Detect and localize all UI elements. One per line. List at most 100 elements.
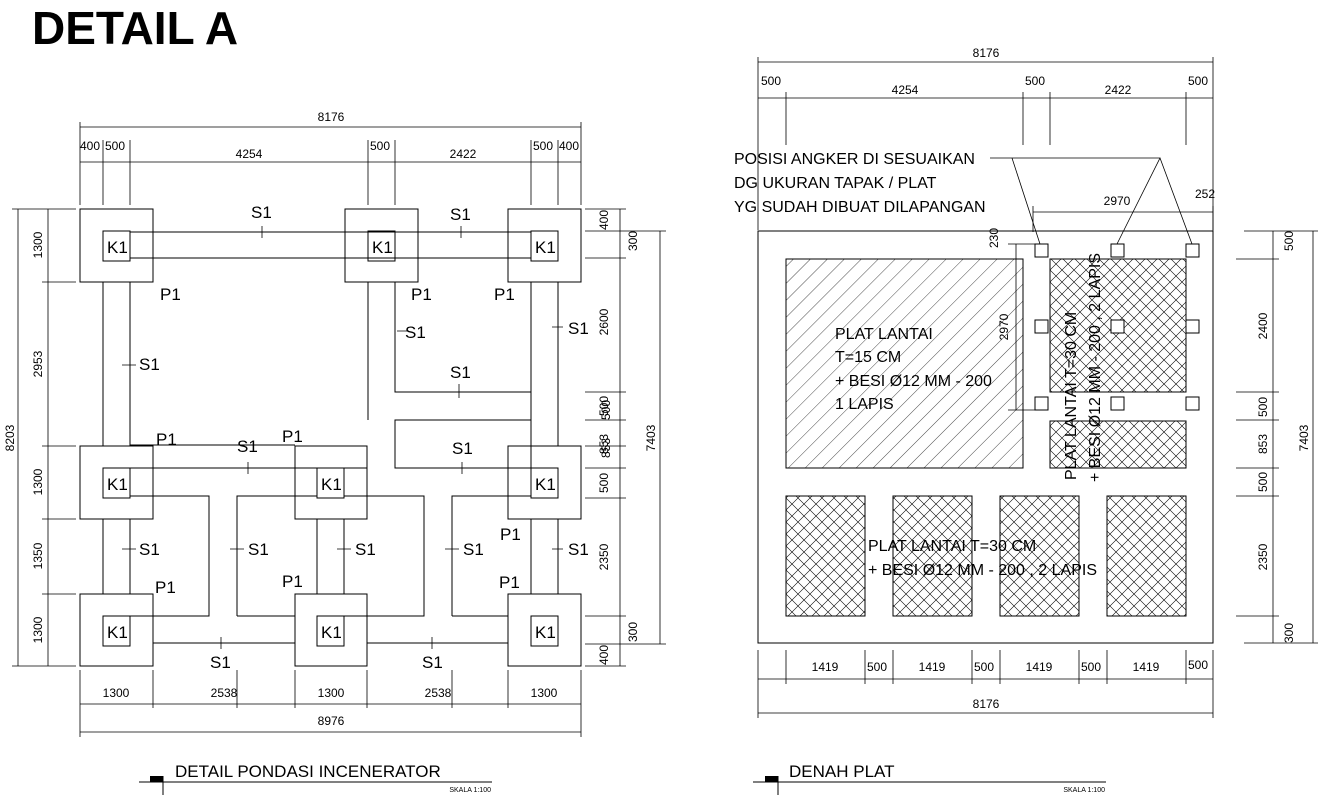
dim-right-side-g: 300 <box>1282 623 1296 643</box>
beam-label: S1 <box>452 439 473 458</box>
slab-plan <box>757 57 1318 718</box>
dim-left-top-g: 400 <box>559 139 579 153</box>
column-label: K1 <box>321 623 342 642</box>
dim-left-right-e: 500 <box>599 400 613 420</box>
dim-left-right-i: 2350 <box>597 543 611 570</box>
beam-label: S1 <box>251 203 272 222</box>
beam-label: S1 <box>450 363 471 382</box>
beam-label: S1 <box>568 319 589 338</box>
dim-right-top-a: 500 <box>761 74 781 88</box>
anchor-note-line: YG SUDAH DIBUAT DILAPANGAN <box>734 199 986 216</box>
dim-right-top-d: 2422 <box>1105 83 1132 97</box>
dim-left-bottom-e: 1300 <box>531 686 558 700</box>
slab-label-line: PLAT LANTAI <box>835 326 933 343</box>
slab-label-line: PLAT LANTAI T=30 CM <box>1063 312 1080 480</box>
slab-label-line: + BESI Ø12 MM - 200 , 2 LAPIS <box>868 562 1097 579</box>
right-caption-scale: SKALA 1:100 <box>1063 787 1105 794</box>
dim-right-bottom-h: 500 <box>1188 658 1208 672</box>
dim-left-bottom-a: 1300 <box>103 686 130 700</box>
beam-label: S1 <box>237 437 258 456</box>
beam-label: S1 <box>139 355 160 374</box>
dim-right-inner-h: 2970 <box>997 313 1011 340</box>
dim-left-side-e: 1300 <box>31 616 45 643</box>
slab-label-line: + BESI Ø12 MM - 200 , 2 LAPIS <box>1087 253 1104 482</box>
beam-label: S1 <box>139 540 160 559</box>
dim-left-top-d: 500 <box>370 139 390 153</box>
right-caption: DENAH PLAT SKALA 1:100 <box>753 762 1106 795</box>
dim-right-side-b: 2400 <box>1256 312 1270 339</box>
dim-left-top-c: 4254 <box>236 147 263 161</box>
dim-right-bottom-e: 1419 <box>1026 660 1053 674</box>
anchor-note-line: DG UKURAN TAPAK / PLAT <box>734 175 937 192</box>
dim-right-bottom-total: 8176 <box>973 697 1000 711</box>
page-title: DETAIL A <box>32 2 238 54</box>
pile-label: P1 <box>160 285 181 304</box>
beam-label: S1 <box>422 653 443 672</box>
column-label: K1 <box>372 238 393 257</box>
dim-left-side-c: 1300 <box>31 468 45 495</box>
right-caption-title: DENAH PLAT <box>789 762 895 781</box>
dim-left-right-g: 853 <box>599 438 613 458</box>
dim-right-side-e: 500 <box>1256 472 1270 492</box>
slab-label-line: 1 LAPIS <box>835 396 894 413</box>
pile-label: P1 <box>282 427 303 446</box>
dim-left-top-a: 400 <box>80 139 100 153</box>
dim-left-top-total: 8176 <box>318 110 345 124</box>
dim-right-inner-w: 2970 <box>1104 194 1131 208</box>
dim-right-bottom-a: 1419 <box>812 660 839 674</box>
dim-left-right-h: 500 <box>597 473 611 493</box>
beam-label: S1 <box>568 540 589 559</box>
beam-label: S1 <box>450 205 471 224</box>
dim-left-right-b: 300 <box>626 231 640 251</box>
dim-right-side-c: 500 <box>1256 397 1270 417</box>
column-label: K1 <box>107 623 128 642</box>
left-caption: DETAIL PONDASI INCENERATOR SKALA 1:100 <box>139 762 492 795</box>
dim-right-top-b: 4254 <box>892 83 919 97</box>
foundation-labels: K1 K1 K1 K1 K1 K1 K1 K1 K1 P1 P1 P1 P1 P… <box>107 203 589 672</box>
dim-right-side-a: 500 <box>1282 231 1296 251</box>
dim-left-right-j: 300 <box>626 622 640 642</box>
dim-left-bottom-total: 8976 <box>318 714 345 728</box>
dim-right-bottom-d: 500 <box>974 660 994 674</box>
beam-label: S1 <box>463 540 484 559</box>
dim-right-bottom-g: 1419 <box>1133 660 1160 674</box>
dim-right-bottom-b: 500 <box>867 660 887 674</box>
column-label: K1 <box>321 475 342 494</box>
dim-left-top-f: 500 <box>533 139 553 153</box>
slab-label-line: T=15 CM <box>835 349 901 366</box>
dim-left-right-d: 500 <box>597 396 611 416</box>
dim-right-bottom-f: 500 <box>1081 660 1101 674</box>
pile-label: P1 <box>282 572 303 591</box>
slab-labels: PLAT LANTAI T=15 CM + BESI Ø12 MM - 200 … <box>835 253 1104 579</box>
dim-left-right-total: 7403 <box>644 424 658 451</box>
dim-right-top-total: 8176 <box>973 46 1000 60</box>
dim-left-top-b: 500 <box>105 139 125 153</box>
dim-right-top-e: 500 <box>1188 74 1208 88</box>
dim-left-right-c: 2600 <box>597 308 611 335</box>
anchor-note: POSISI ANGKER DI SESUAIKAN DG UKURAN TAP… <box>734 151 986 216</box>
slab-dimensions: 8176 500 4254 500 2422 500 2970 252 2970… <box>761 46 1311 711</box>
pile-label: P1 <box>494 285 515 304</box>
dim-left-side-b: 2953 <box>31 350 45 377</box>
left-caption-title: DETAIL PONDASI INCENERATOR <box>175 762 441 781</box>
dim-right-inner-s: 252 <box>1195 187 1215 201</box>
slab-label-line: + BESI Ø12 MM - 200 <box>835 373 992 390</box>
beam-label: S1 <box>248 540 269 559</box>
column-label: K1 <box>107 238 128 257</box>
column-label: K1 <box>535 238 556 257</box>
dim-left-top-e: 2422 <box>450 147 477 161</box>
column-label: K1 <box>535 623 556 642</box>
dim-right-top-c: 500 <box>1025 74 1045 88</box>
column-label: K1 <box>107 475 128 494</box>
beam-label: S1 <box>210 653 231 672</box>
left-caption-scale: SKALA 1:100 <box>449 787 491 794</box>
dim-left-side-total: 8203 <box>3 424 17 451</box>
column-label: K1 <box>535 475 556 494</box>
dim-right-side-d: 853 <box>1256 434 1270 454</box>
dim-right-side-total: 7403 <box>1297 424 1311 451</box>
dim-left-bottom-c: 1300 <box>318 686 345 700</box>
pile-label: P1 <box>155 578 176 597</box>
pile-label: P1 <box>156 430 177 449</box>
dim-right-side-f: 2350 <box>1256 543 1270 570</box>
foundation-plan <box>12 122 666 737</box>
